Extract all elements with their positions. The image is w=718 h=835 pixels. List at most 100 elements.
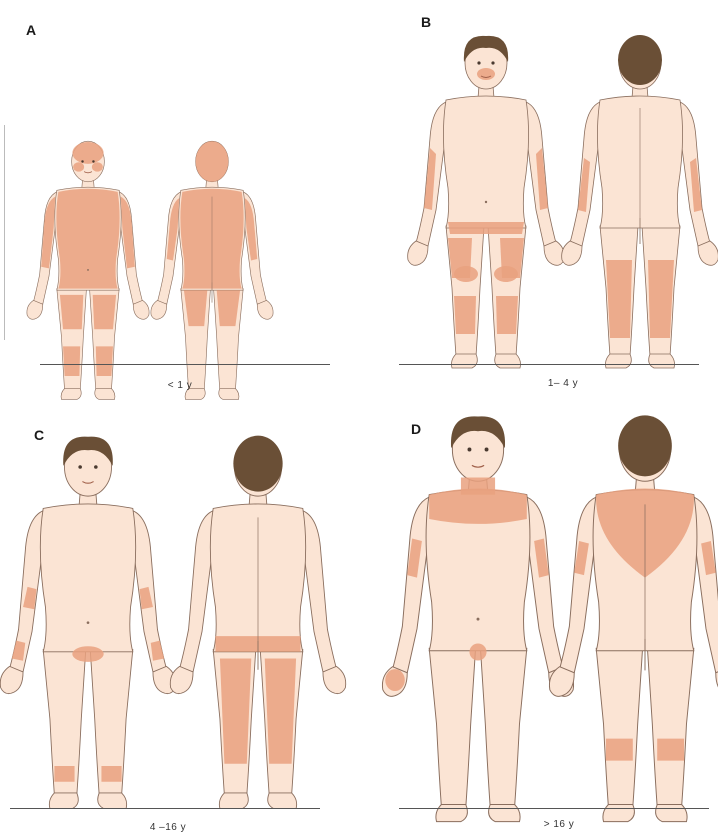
panel-d-age-label: > 16 y [499,819,619,830]
body-handL [27,300,43,319]
right-eye [92,160,94,162]
panel-c: C 4 –16 y [0,405,359,835]
panel-c-age-label: 4 –16 y [108,822,228,833]
lesion-right-thigh [93,295,116,329]
panel-c-ground-line [10,808,320,809]
lesion-groin [72,646,103,662]
infant-front-figure [27,141,149,399]
left-eye [468,448,472,452]
body-footL [61,388,81,399]
panel-b: B 1– 4 y [359,0,718,405]
body-legL [596,648,642,807]
navel [477,618,480,621]
body-footL [606,354,632,368]
navel [87,621,90,624]
lesion-trunk [56,189,119,289]
left-eye [477,61,480,64]
body-armL [560,497,597,673]
panel-b-figures [359,0,718,405]
right-eye [485,448,489,452]
adult-back-figure [549,415,718,821]
body-footL [219,793,248,809]
panel-d: D > 16 y [359,405,718,835]
lesion-right-calf [657,739,684,761]
hair [233,436,282,492]
lesion-right-posterior-leg [265,659,296,764]
lesion-right-shin [496,296,518,334]
lesion-left-posterior-leg [220,659,251,764]
panel-d-ground-line [399,808,709,809]
body-handL [408,241,428,265]
right-eye [94,465,98,469]
body-legR [480,648,526,807]
lesion-left-popliteal [606,260,632,338]
lesion-groin [448,222,524,234]
body-handR [257,300,273,319]
lesion-neck [461,478,495,495]
lesion-scalp [72,142,103,164]
panel-a-ground-line [40,364,330,365]
body-handL [170,666,193,693]
lesion-left-ankle [54,766,74,782]
panel-a-figures [0,0,359,405]
scan-margin-mark [4,125,5,340]
body-handR [323,666,346,693]
panel-c-figures [0,405,359,835]
lesion-head-back [196,141,229,182]
navel [87,269,89,271]
body-armR [527,497,564,673]
body-footR [649,354,675,368]
lesion-right-knee [494,266,518,282]
lesion-right-cheek [92,162,103,171]
body-footL [452,354,478,368]
left-eye [81,160,83,162]
body-footL [49,793,78,809]
body-footR [268,793,297,809]
lesion-right-shin [96,346,113,376]
child-back-figure [170,436,345,809]
panel-d-figures [359,405,718,835]
toddler-front-figure [408,36,565,368]
body-handR [544,241,564,265]
body-handL [0,666,23,693]
lesion-left-calf [606,739,633,761]
hair [618,35,662,85]
left-eye [78,465,82,469]
lesion-perioral [477,68,495,80]
body-armR [694,497,718,673]
lesion-genital [469,643,486,660]
body-torso [443,96,528,228]
body-footR [98,793,127,809]
lesion-left-shin [63,346,80,376]
body-armL [180,511,214,672]
lesion-left-hand [385,669,405,691]
body-armL [393,497,430,673]
panel-b-age-label: 1– 4 y [503,378,623,389]
body-handL [151,300,167,319]
right-eye [491,61,494,64]
adult-front-figure [382,416,573,821]
lesion-right-popliteal [648,260,674,338]
body-footR [95,388,115,399]
body-handR [698,241,718,265]
panel-b-ground-line [399,364,699,365]
lesion-left-cheek [73,162,84,171]
body-legR [647,648,693,807]
body-footR [495,354,521,368]
lesion-left-knee [454,266,478,282]
panel-a-age-label: < 1 y [120,380,240,391]
body-armR [303,511,337,672]
panel-a: A < 1 y [0,0,359,405]
infant-back-figure [151,141,273,399]
body-legL [429,648,475,807]
child-front-figure [0,437,175,809]
lesion-right-wrist [151,641,164,661]
toddler-back-figure [562,35,718,368]
body-handL [562,241,582,265]
hair [618,415,672,476]
lesion-left-thigh [60,295,83,329]
body-torso [40,504,135,652]
lesion-left-wrist [12,641,25,661]
navel [485,201,487,203]
